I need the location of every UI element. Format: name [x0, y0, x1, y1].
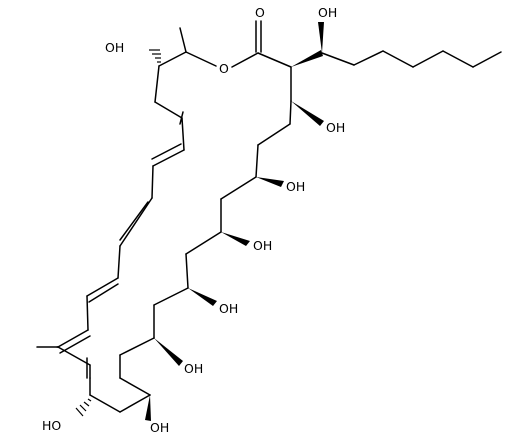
label-c15-oh: HO: [42, 418, 61, 433]
label-c19-oh: OH: [184, 361, 203, 376]
wedge-c17-oh: [145, 395, 151, 421]
wedge-c19-oh: [154, 338, 183, 366]
wedge-c21-oh: [188, 288, 217, 306]
bond-c15-c16: [89, 394, 121, 413]
bond-c5-c6: [152, 149, 185, 167]
bond-c7-c8: [119, 197, 153, 247]
label-side-oh: OH: [318, 5, 337, 20]
bond-double-c7-c8-inner: [119, 201, 149, 241]
bond-side-c6-c7: [472, 51, 502, 68]
bond-side-c2-c3: [353, 50, 384, 66]
bond-c2-c3: [154, 65, 160, 103]
bond-side-c1-c2: [321, 52, 355, 66]
polyene-chain: [36, 101, 185, 379]
bond-c16-c17: [119, 394, 151, 413]
bond-side-c5-c6: [442, 50, 474, 68]
label-carbonyl-o: O: [255, 5, 265, 20]
bond-c21-c22: [153, 287, 189, 306]
bond-c26-c27: [255, 144, 259, 178]
bond-c8-c9: [117, 245, 121, 279]
bond-c1-c2: [158, 51, 187, 67]
bond-side-c3-c4: [382, 50, 414, 68]
wedge-c25-oh: [256, 177, 284, 187]
wedge-c28-oh: [291, 101, 324, 126]
hash-bond-c15-oh: [75, 398, 92, 417]
label-c21-oh: OH: [219, 301, 238, 316]
label-c23-oh: OH: [253, 238, 272, 253]
bond-oester-carbonyl: [231, 52, 259, 68]
bond-c25-c26: [220, 176, 257, 200]
label-ester-o: O: [219, 61, 229, 76]
bond-c27-c28: [257, 123, 291, 146]
bond-c11-c12: [57, 329, 89, 348]
bond-double-c9-c10-inner: [88, 283, 119, 303]
bond-c9-c10: [86, 277, 119, 297]
bond-c10-c11: [86, 295, 89, 331]
label-c25-oh: OH: [286, 179, 305, 194]
bond-c3-c4: [154, 101, 183, 119]
bond-c1-oester: [185, 51, 217, 67]
bond-c22-c23: [185, 253, 189, 289]
bond-c4-c5: [181, 117, 185, 151]
wedge-c23-oh: [221, 232, 250, 246]
wedge-calpha-sidechain: [291, 50, 323, 67]
label-c28-oh: OH: [326, 120, 345, 135]
bond-c28-c29: [289, 100, 292, 125]
label-c2-oh: OH: [105, 40, 124, 55]
label-c17-oh: OH: [150, 420, 169, 435]
bond-side-c4-c5: [412, 50, 444, 68]
lower-ring: [89, 66, 292, 413]
wedge-side-oh: [318, 22, 324, 53]
bond-c12-c13: [57, 346, 91, 366]
bond-double-c5-c6-inner: [151, 143, 182, 160]
bond-c6-c7: [151, 165, 154, 199]
bond-c23-c24: [185, 231, 222, 255]
hash-bond-c2-oh: [149, 49, 161, 63]
bond-carbonyl-calpha: [257, 52, 292, 68]
bond-c17-c18: [119, 377, 151, 396]
bond-c19-c20: [119, 337, 155, 356]
lactone-region: [149, 20, 292, 103]
bond-methyl-c1: [179, 27, 187, 53]
side-chain: [318, 22, 502, 68]
